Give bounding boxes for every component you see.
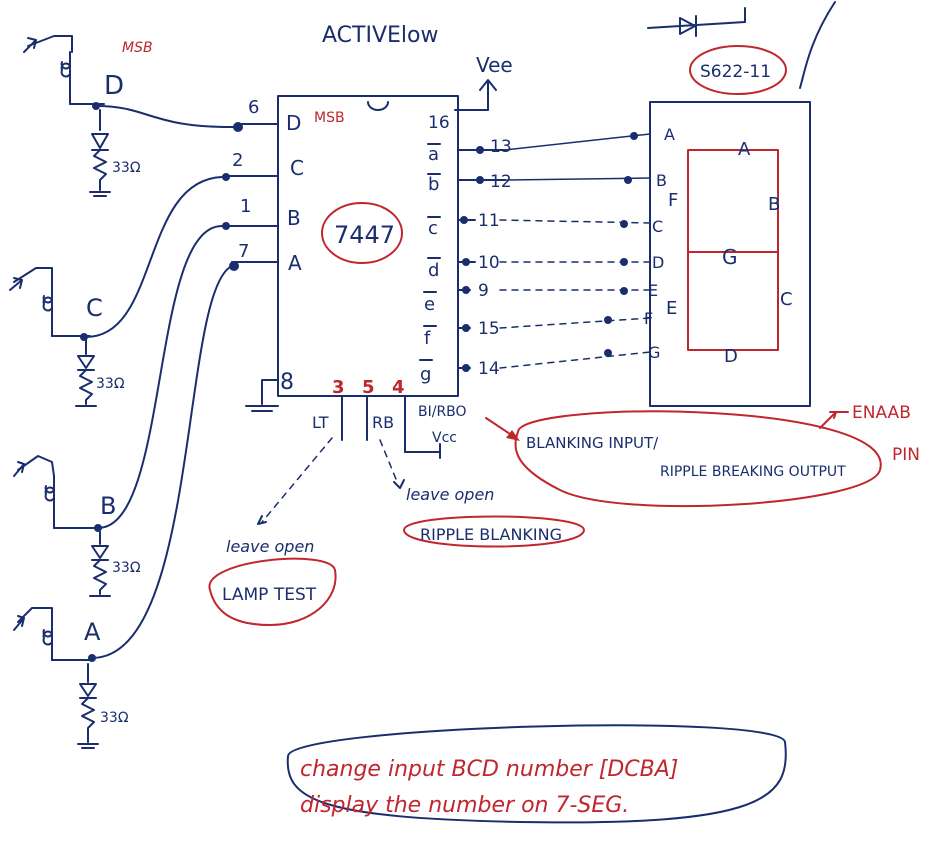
seg-letter-b: B <box>768 194 780 215</box>
leave-open-rb: leave open <box>406 485 494 504</box>
ripple-blanking-note: leave open RIPPLE BLANKING <box>379 439 585 548</box>
pin-seg-d: d <box>428 260 439 281</box>
disp-in-D: D <box>652 253 664 272</box>
pin-num-7: 7 <box>238 241 249 262</box>
pin-num-13: 13 <box>490 137 512 157</box>
pin-num-15: 15 <box>478 319 500 339</box>
switch-C-label: C <box>86 294 103 322</box>
pin-seg-c: c <box>428 218 438 239</box>
disp-in-G: G <box>648 343 660 362</box>
pin-label-C: C <box>290 156 304 180</box>
vee-label: Vee <box>476 53 513 77</box>
pointer-curve <box>799 1 836 89</box>
chip-msb-tag: MSB <box>314 110 345 126</box>
segment-outline <box>687 149 779 351</box>
pin-num-9: 9 <box>478 281 489 301</box>
ripple-blanking-label: RIPPLE BLANKING <box>420 525 562 544</box>
disp-in-F: F <box>644 309 653 328</box>
segment-letters: A B C D E F G <box>666 139 793 367</box>
bi-rbo-label: BI/RBO <box>418 404 467 420</box>
part-number: S622-11 <box>700 62 771 82</box>
switch-C-resistor: 33Ω <box>96 376 125 392</box>
pin-seg-f: f <box>424 328 431 349</box>
pin-num-16: 16 <box>428 113 450 133</box>
vcc-label: Vcc <box>432 430 457 446</box>
instruction-note: change input BCD number [DCBA] display t… <box>286 724 787 824</box>
pin-seg-b: b <box>428 174 439 195</box>
enable-pin-note: ENAAB PIN <box>819 403 920 465</box>
pin-num-14: 14 <box>478 359 500 379</box>
pin-num-1: 1 <box>240 196 251 217</box>
pin-seg-e: e <box>424 294 435 315</box>
disp-in-A: A <box>664 125 675 144</box>
pin-num-10: 10 <box>478 253 500 273</box>
pin-seg-a: a <box>428 144 439 165</box>
seg-letter-a: A <box>738 139 751 160</box>
active-low-title: ACTIVElow <box>322 23 438 48</box>
switch-D-resistor: 33Ω <box>112 160 141 176</box>
seg-letter-d: D <box>724 346 738 367</box>
blanking-note: BLANKING INPUT/ RIPPLE BREAKING OUTPUT B… <box>485 410 882 508</box>
pin-num-2: 2 <box>232 150 243 171</box>
switch-branch-C: C 33Ω <box>9 176 223 407</box>
enable-line1: ENAAB <box>852 403 911 423</box>
pin-label-B: B <box>287 206 301 230</box>
pin-num-4: 4 <box>392 377 405 398</box>
switch-branch-B: B 33Ω <box>13 225 223 597</box>
pin-num-5: 5 <box>362 377 375 398</box>
seven-segment-display <box>649 101 811 407</box>
blanking-line2: RIPPLE BREAKING OUTPUT <box>660 464 846 480</box>
diode-sketch-top <box>647 7 746 37</box>
switch-A-label: A <box>84 618 101 646</box>
pin-label-D: D <box>286 111 301 135</box>
pin-num-6: 6 <box>248 97 259 118</box>
chip-name: 7447 <box>334 221 395 249</box>
pin-num-3: 3 <box>332 377 345 398</box>
pin-num-12: 12 <box>490 172 512 192</box>
seg-letter-c: C <box>780 289 793 310</box>
switch-B-resistor: 33Ω <box>112 560 141 576</box>
display-input-labels: A B C D E F G <box>644 125 675 362</box>
seg-letter-g: G <box>722 245 738 269</box>
lamp-test-note: leave open LAMP TEST <box>208 437 337 626</box>
pin-num-8: 8 <box>280 370 294 395</box>
segment-wires <box>499 132 651 369</box>
part-number-callout: S622-11 <box>689 45 787 95</box>
lamp-test-label: LAMP TEST <box>222 585 317 605</box>
chip-bottom-pins: 3 5 4 LT RB BI/RBO Vcc <box>312 377 467 459</box>
pin-num-11: 11 <box>478 211 500 231</box>
seg-letter-f: F <box>668 190 678 211</box>
disp-in-E: E <box>648 281 658 300</box>
vee-arrow <box>454 79 497 111</box>
chip-ground: 8 <box>245 370 294 412</box>
rb-label: RB <box>372 413 394 432</box>
switch-branch-A: A 33Ω <box>13 265 233 749</box>
chip-left-pins: 6 D 2 C 1 B 7 A <box>222 97 304 275</box>
chip-right-pins: a 13 b 12 c 11 d 10 e 9 f 15 g 14 <box>419 137 512 385</box>
switch-branch-D: MSB D 33Ω <box>23 35 237 197</box>
disp-in-B: B <box>656 171 667 190</box>
seg-letter-e: E <box>666 298 677 319</box>
switch-D-label: D <box>104 71 124 101</box>
switch-D-msb-tag: MSB <box>122 40 153 56</box>
chip-name-callout: 7447 <box>321 202 403 264</box>
instruction-line2: display the number on 7-SEG. <box>300 793 629 818</box>
blanking-line1: BLANKING INPUT/ <box>526 434 659 452</box>
switch-B-label: B <box>100 492 116 520</box>
chip-notch <box>367 101 389 111</box>
pin-seg-g: g <box>420 364 431 385</box>
disp-in-C: C <box>652 217 663 236</box>
enable-line2: PIN <box>892 445 920 465</box>
lt-label: LT <box>312 413 329 432</box>
pin-label-A: A <box>288 251 302 275</box>
instruction-line1: change input BCD number [DCBA] <box>300 757 678 782</box>
switch-A-resistor: 33Ω <box>100 710 129 726</box>
leave-open-lt: leave open <box>226 537 314 556</box>
